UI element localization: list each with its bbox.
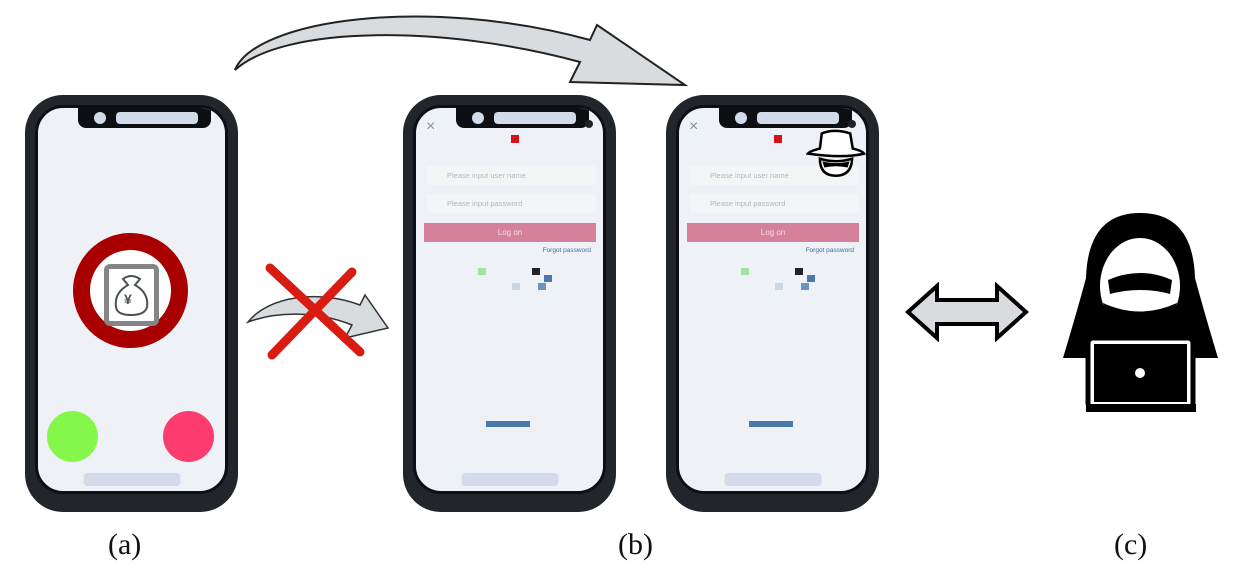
home-bar [83, 473, 180, 486]
double-arrow [905, 282, 1029, 342]
decline-button[interactable] [163, 411, 214, 462]
password-input[interactable]: Please input password [427, 194, 596, 213]
login-screen: × Please input user name Please input pa… [413, 105, 606, 494]
red-cross-icon [265, 263, 365, 360]
accept-button[interactable] [47, 411, 98, 462]
camera [472, 112, 484, 124]
phone-b: × Please input user name Please input pa… [403, 95, 616, 512]
login-option-icon[interactable] [775, 283, 783, 290]
fake-login-screen: × Please input user name Please input pa… [676, 105, 869, 494]
camera [94, 112, 106, 124]
notch [719, 108, 852, 128]
yen-symbol: ¥ [124, 291, 132, 307]
logo [774, 135, 782, 143]
login-option-icon[interactable] [544, 275, 552, 282]
bottom-bar [749, 421, 793, 427]
money-bag-icon [114, 275, 149, 317]
spy-icon [806, 129, 866, 178]
phone-a: ¥ [25, 95, 238, 512]
close-icon[interactable]: × [689, 118, 699, 135]
close-icon[interactable]: × [426, 118, 436, 135]
label-a: (a) [108, 528, 142, 561]
blocked-arrow [245, 263, 390, 360]
username-input[interactable]: Please input user name [690, 166, 859, 185]
login-option-icon[interactable] [801, 283, 809, 290]
forgot-password-link[interactable]: Forgot password [805, 247, 854, 254]
bottom-bar [486, 421, 530, 427]
notch [78, 108, 211, 128]
logo [511, 135, 519, 143]
speaker [116, 112, 198, 124]
home-bar [461, 473, 558, 486]
phone-a-screen: ¥ [35, 105, 228, 494]
money-bag-app-icon: ¥ [104, 264, 159, 326]
help-icon[interactable] [848, 120, 856, 128]
camera [735, 112, 747, 124]
curved-arrow-top [234, 15, 689, 87]
notch [456, 108, 589, 128]
username-input[interactable]: Please input user name [427, 166, 596, 185]
login-option-icon[interactable] [478, 268, 486, 275]
forgot-password-link[interactable]: Forgot password [542, 247, 591, 254]
login-option-icon[interactable] [807, 275, 815, 282]
login-option-icon[interactable] [512, 283, 520, 290]
login-option-icon[interactable] [795, 268, 803, 275]
speaker [757, 112, 839, 124]
speaker [494, 112, 576, 124]
label-c: (c) [1114, 528, 1148, 561]
hacker-icon [1063, 213, 1218, 412]
login-option-icon[interactable] [538, 283, 546, 290]
logon-button[interactable]: Log on [424, 223, 596, 242]
home-bar [724, 473, 821, 486]
logon-button[interactable]: Log on [687, 223, 859, 242]
help-icon[interactable] [585, 120, 593, 128]
login-option-icon[interactable] [532, 268, 540, 275]
login-option-icon[interactable] [741, 268, 749, 275]
password-input[interactable]: Please input password [690, 194, 859, 213]
label-b: (b) [618, 528, 653, 561]
